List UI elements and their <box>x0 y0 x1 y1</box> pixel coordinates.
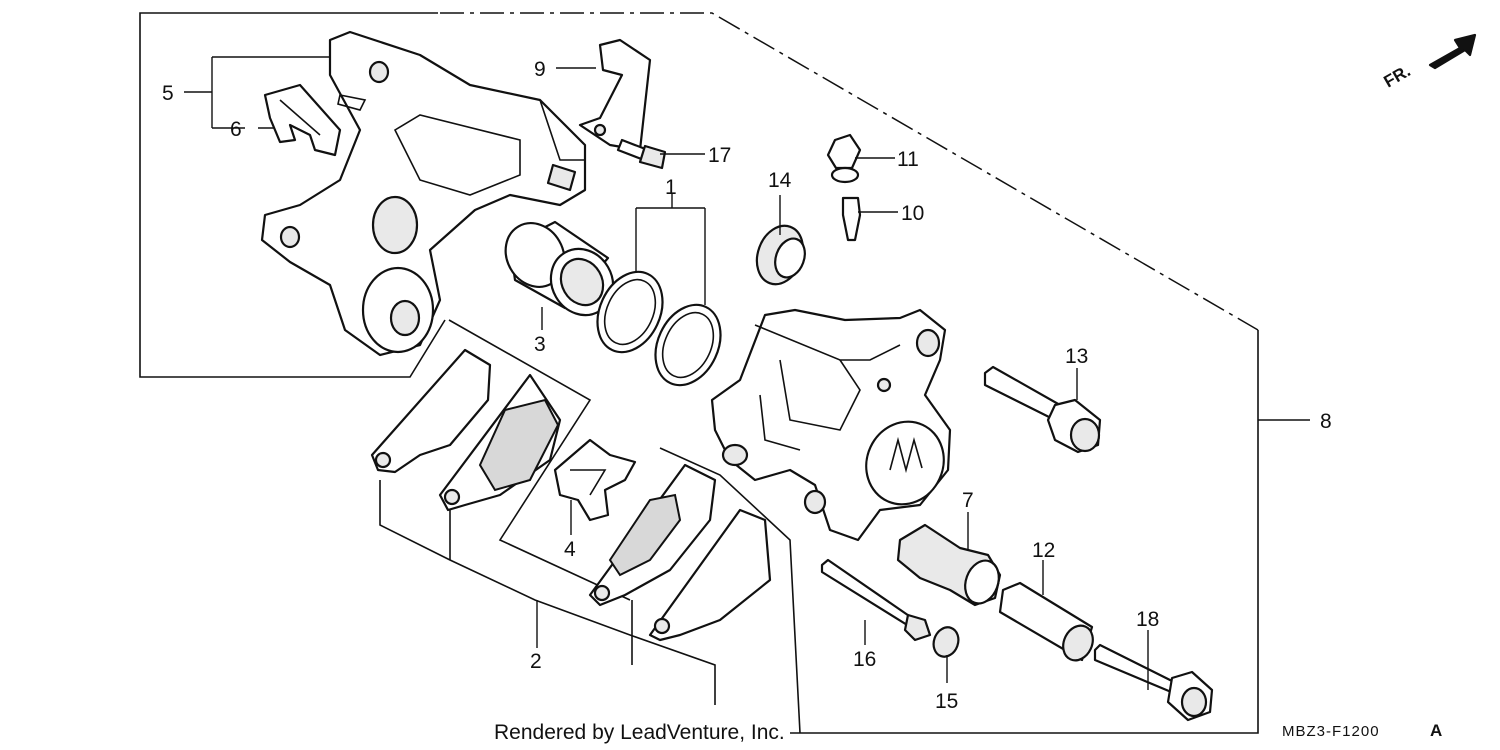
callout-18: 18 <box>1136 608 1159 631</box>
front-indicator-label: FR. <box>1381 61 1414 91</box>
caliper-bolt <box>1093 643 1214 722</box>
caliper-bracket <box>260 30 587 357</box>
front-indicator: FR. <box>1381 33 1477 91</box>
brake-pads <box>370 348 772 642</box>
caliper-frame-dashed <box>440 12 1259 331</box>
caliper-body <box>710 308 952 542</box>
pad-frame-right <box>659 447 801 734</box>
pad-retainer-clip <box>578 38 652 152</box>
callout-10: 10 <box>901 202 924 225</box>
callout-7: 7 <box>962 489 974 512</box>
clip-bolt <box>616 138 667 170</box>
caliper-frame <box>790 330 1259 734</box>
callout-14: 14 <box>768 169 792 192</box>
callouts: 5 6 9 17 1 3 14 11 10 13 8 7 12 18 16 15… <box>162 58 1332 713</box>
diagram-code-suffix: A <box>1430 721 1443 740</box>
small-boot <box>932 626 960 658</box>
callout-5: 5 <box>162 82 174 105</box>
pad-frame <box>379 480 716 705</box>
bracket-frame <box>139 12 446 378</box>
leader-lines <box>184 56 1310 690</box>
callout-17: 17 <box>708 144 731 167</box>
callout-16: 16 <box>853 648 876 671</box>
callout-13: 13 <box>1065 345 1088 368</box>
callout-2: 2 <box>530 650 542 673</box>
bleeder-valve <box>826 133 862 242</box>
callout-4: 4 <box>564 538 576 561</box>
callout-8: 8 <box>1320 410 1332 433</box>
bracket-pad-spring <box>263 83 342 157</box>
pad-frame-inner <box>448 319 631 601</box>
caliper-pin-16 <box>820 558 932 642</box>
piston-seals <box>596 270 722 387</box>
callout-1: 1 <box>665 176 677 199</box>
pin-sleeve <box>998 581 1094 662</box>
callout-9: 9 <box>534 58 546 81</box>
callout-15: 15 <box>935 690 958 713</box>
callout-6: 6 <box>230 118 242 141</box>
callout-3: 3 <box>534 333 546 356</box>
diagram-code: MBZ3-F1200 <box>1282 723 1380 740</box>
callout-11: 11 <box>897 148 919 171</box>
caliper-piston <box>504 220 615 317</box>
pad-spring <box>553 438 637 522</box>
footer-credit: Rendered by LeadVenture, Inc. <box>494 721 785 744</box>
callout-12: 12 <box>1032 539 1055 562</box>
pin-boot <box>896 523 1002 607</box>
bleeder-cap <box>755 224 806 286</box>
group-frames <box>139 12 1259 734</box>
caliper-pin-13 <box>983 365 1102 454</box>
